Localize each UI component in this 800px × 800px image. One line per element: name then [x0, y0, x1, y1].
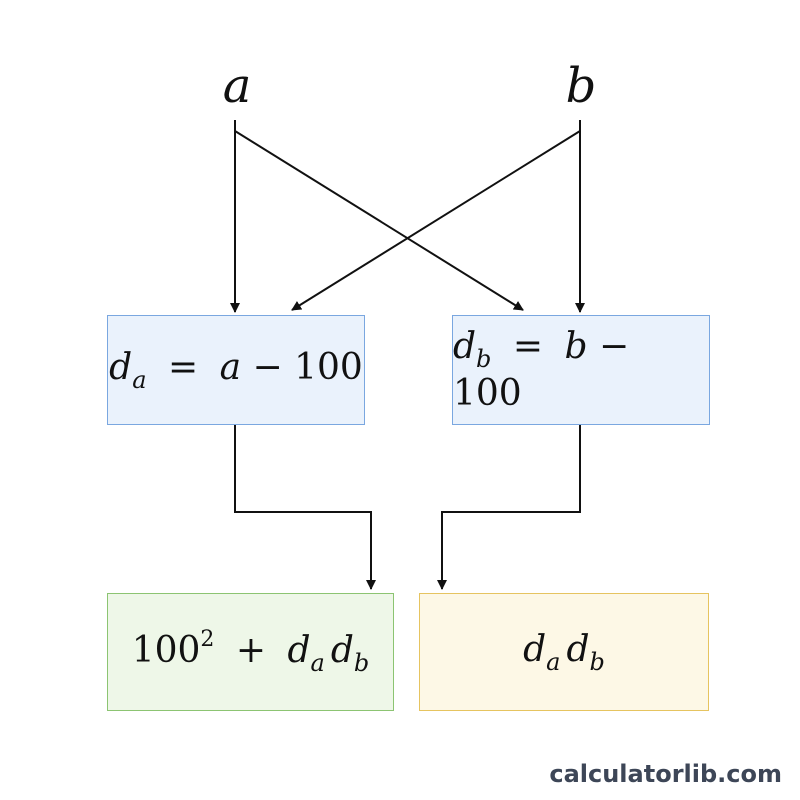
base-100: 100: [131, 630, 201, 671]
db-symbol: d: [453, 326, 477, 367]
da-subscript: a: [546, 647, 561, 676]
exponent-2: 2: [200, 627, 215, 652]
b-variable: b: [564, 326, 588, 367]
plus-sign: +: [235, 630, 267, 671]
da-symbol: d: [523, 628, 547, 670]
arrow-db-to-prod: [437, 424, 581, 590]
arrow-da-to-sum: [234, 424, 376, 590]
db-subscript: b: [589, 647, 605, 676]
db-subscript: b: [476, 345, 492, 373]
da-symbol: d: [109, 346, 133, 388]
a-variable: a: [219, 346, 242, 388]
da-symbol: d: [287, 630, 311, 671]
minus-sign: −: [599, 326, 630, 367]
input-b-label: b: [565, 58, 597, 114]
arrow-b-to-da: [291, 130, 581, 311]
minus-sign: −: [252, 346, 283, 388]
constant-100: 100: [294, 346, 363, 388]
db-symbol: d: [566, 628, 590, 670]
constant-100: 100: [453, 373, 522, 414]
equals-sign: =: [512, 326, 544, 367]
da-subscript: a: [310, 649, 325, 677]
db-symbol: d: [330, 630, 354, 671]
arrow-a-to-db: [234, 130, 524, 311]
watermark-text: calculatorlib.com: [549, 760, 782, 788]
db-subscript: b: [353, 649, 370, 677]
equals-sign: =: [167, 346, 199, 388]
input-a-label: a: [222, 58, 252, 114]
da-subscript: a: [132, 365, 147, 394]
da-formula-box: da = a − 100: [107, 315, 365, 425]
db-formula-box: db = b − 100: [452, 315, 710, 425]
